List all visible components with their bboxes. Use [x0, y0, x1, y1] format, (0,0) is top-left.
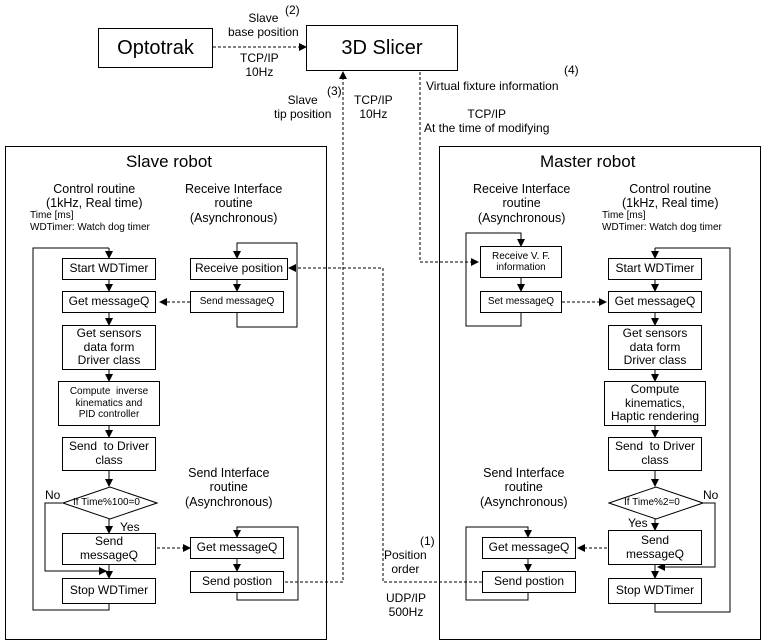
master-send-head: Send Interface routine (Asynchronous) — [480, 466, 568, 509]
master-send-position: Send postion — [482, 571, 576, 593]
master-time-note: Time [ms] WDTimer: Watch dog timer — [602, 210, 722, 233]
slave-receive-position: Receive position — [190, 258, 288, 280]
optotrak-label: Optotrak — [117, 36, 194, 59]
slave-base-label: Slave base position — [228, 11, 299, 39]
master-receive-vf: Receive V. F. information — [480, 246, 562, 278]
slave-send-messageq-2: Send messageQ — [190, 291, 284, 313]
slave-tip-label: Slave tip position — [274, 93, 332, 121]
master-set-messageq: Set messageQ — [480, 291, 562, 313]
slicer-label: 3D Slicer — [341, 36, 423, 59]
slave-title: Slave robot — [126, 152, 212, 171]
slave-decision-label: If Time%100=0 — [73, 497, 140, 508]
master-compute: Compute kinematics, Haptic rendering — [604, 381, 706, 426]
slave-time-note: Time [ms] WDTimer: Watch dog timer — [30, 210, 150, 233]
master-get-sensors: Get sensors data form Driver class — [608, 325, 702, 370]
master-stop-wdtimer: Stop WDTimer — [608, 578, 702, 604]
num-1: (1) — [420, 534, 435, 548]
slave-control-head: Control routine (1kHz, Real time) — [46, 182, 143, 211]
master-no-label: No — [703, 488, 719, 502]
master-decision-label: If Time%2=0 — [624, 497, 680, 508]
master-decision-diamond — [608, 486, 704, 520]
num-4: (4) — [564, 63, 579, 77]
slave-compute: Compute inverse kinematics and PID contr… — [58, 381, 160, 426]
slave-receive-head: Receive Interface routine (Asynchronous) — [185, 182, 283, 225]
num-2: (2) — [285, 3, 300, 17]
slave-send-messageq: Send messageQ — [62, 533, 156, 565]
tcp-label-1: TCP/IP 10Hz — [240, 51, 279, 79]
slave-stop-wdtimer: Stop WDTimer — [62, 578, 156, 604]
slave-send-position: Send postion — [190, 571, 284, 593]
master-title: Master robot — [540, 152, 636, 171]
slave-robot-panel — [5, 146, 327, 640]
optotrak-box: Optotrak — [98, 28, 213, 68]
master-send-driver: Send to Driver class — [608, 437, 702, 471]
position-order-label: Position order — [384, 548, 427, 576]
slave-get-messageq-2: Get messageQ — [190, 537, 284, 559]
slave-decision-diamond — [62, 486, 158, 520]
virtual-fixture-label: Virtual fixture information — [426, 79, 559, 93]
master-yes-label: Yes — [628, 516, 648, 530]
master-get-messageq-2: Get messageQ — [482, 537, 576, 559]
tcp-label-2: TCP/IP 10Hz — [354, 93, 393, 121]
master-robot-panel — [439, 146, 761, 640]
slave-yes-label: Yes — [120, 520, 140, 534]
master-receive-head: Receive Interface routine (Asynchronous) — [473, 182, 571, 225]
master-get-messageq: Get messageQ — [608, 291, 702, 313]
slave-get-sensors: Get sensors data form Driver class — [62, 325, 156, 370]
slave-send-driver: Send to Driver class — [62, 437, 156, 471]
master-send-messageq: Send messageQ — [608, 530, 702, 565]
slave-get-messageq: Get messageQ — [62, 291, 156, 313]
slave-start-wdtimer: Start WDTimer — [62, 258, 156, 280]
tcp-label-3: TCP/IP At the time of modifying — [424, 107, 550, 135]
slave-no-label: No — [45, 488, 61, 502]
slicer-box: 3D Slicer — [306, 25, 458, 71]
master-control-head: Control routine (1kHz, Real time) — [622, 182, 719, 211]
slave-send-head: Send Interface routine (Asynchronous) — [185, 466, 273, 509]
master-start-wdtimer: Start WDTimer — [608, 258, 702, 280]
num-3: (3) — [327, 84, 342, 98]
udp-label: UDP/IP 500Hz — [386, 591, 427, 619]
